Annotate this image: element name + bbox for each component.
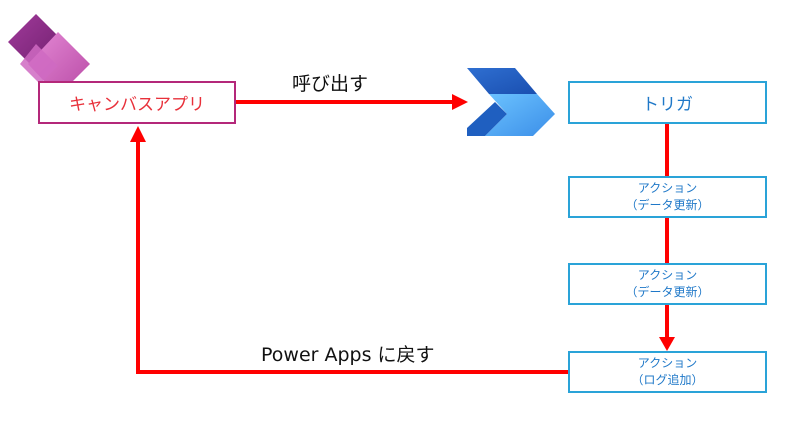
return-edge-label: Power Apps に戻す: [261, 344, 435, 366]
call-edge-label: 呼び出す: [292, 73, 369, 95]
action-2-title: アクション: [637, 268, 698, 282]
action-2-subtitle: （データ更新）: [625, 285, 710, 299]
action-3-subtitle: （ログ追加）: [631, 373, 704, 387]
action-node-3: アクション （ログ追加）: [568, 351, 767, 393]
trigger-node: トリガ: [568, 81, 767, 124]
power-apps-logo-icon: [8, 14, 90, 96]
action-1-subtitle: （データ更新）: [625, 198, 710, 212]
canvas-app-label: キャンバスアプリ: [69, 95, 205, 115]
action3-arrowhead: [659, 337, 675, 351]
trigger-label: トリガ: [642, 95, 693, 115]
action-node-2: アクション （データ更新）: [568, 263, 767, 305]
power-automate-logo-icon: [467, 68, 555, 136]
canvas-app-node: キャンバスアプリ: [38, 81, 236, 124]
return-arrowhead: [130, 126, 146, 142]
return-arrow: [136, 140, 568, 374]
action-node-1: アクション （データ更新）: [568, 176, 767, 218]
action-1-title: アクション: [637, 181, 698, 195]
call-arrowhead: [452, 94, 468, 110]
action-3-title: アクション: [637, 356, 698, 370]
